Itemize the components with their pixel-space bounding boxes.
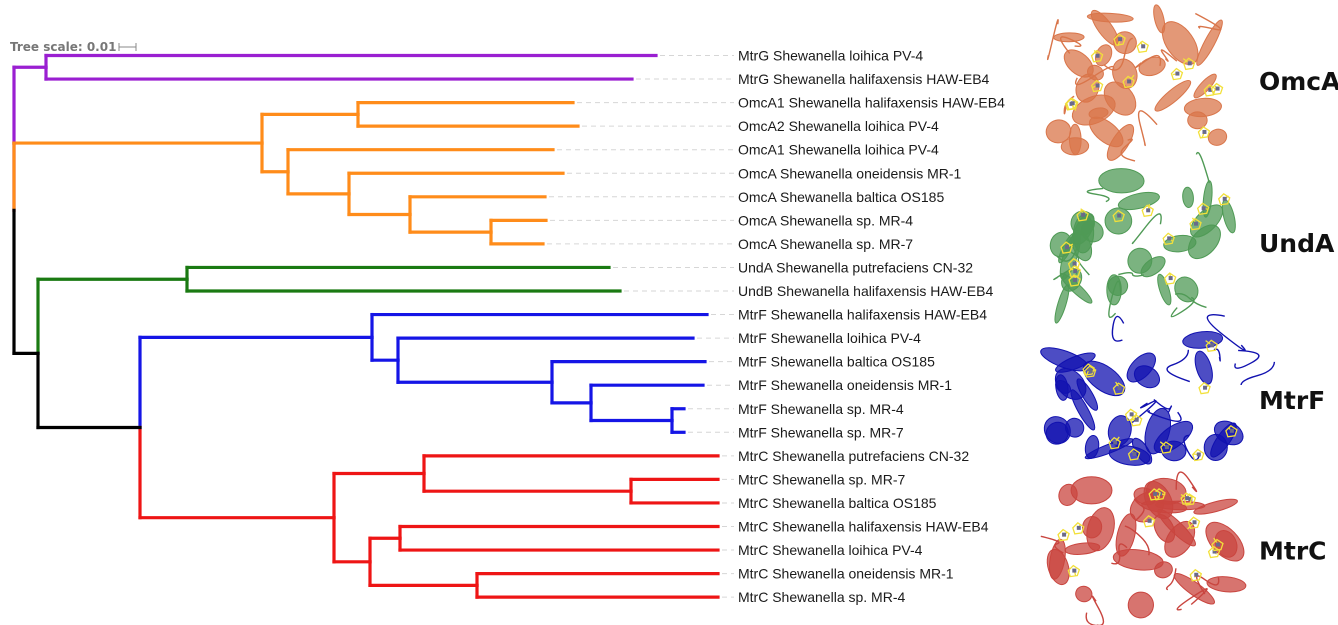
leaf-label: MtrF Shewanella sp. MR-4 xyxy=(738,401,904,417)
leaf-label: MtrC Shewanella loihica PV-4 xyxy=(738,542,923,558)
leaf-label: UndA Shewanella putrefaciens CN-32 xyxy=(738,259,973,275)
leaf-label: MtrF Shewanella baltica OS185 xyxy=(738,354,935,370)
unda-structure-label: UndA xyxy=(1259,229,1335,258)
unda-structure xyxy=(1049,151,1236,324)
leaf-label: MtrF Shewanella oneidensis MR-1 xyxy=(738,377,952,393)
leaf-label: OmcA Shewanella baltica OS185 xyxy=(738,189,944,205)
leaf-label: UndB Shewanella halifaxensis HAW-EB4 xyxy=(738,283,993,299)
leaf-label: MtrF Shewanella sp. MR-7 xyxy=(738,424,904,440)
leaf-label: OmcA2 Shewanella loihica PV-4 xyxy=(738,118,939,134)
leaf-label: MtrC Shewanella oneidensis MR-1 xyxy=(738,566,954,582)
leaf-label: MtrC Shewanella putrefaciens CN-32 xyxy=(738,448,969,464)
mtrf-structure xyxy=(1040,314,1276,466)
protein-structures: OmcA UndA MtrF MtrC xyxy=(1040,4,1338,625)
tree-scale-label: Tree scale: 0.01 xyxy=(10,40,116,54)
omca-structure xyxy=(1045,4,1228,162)
leaf-label: MtrC Shewanella baltica OS185 xyxy=(738,495,937,511)
mtrf-structure-label: MtrF xyxy=(1259,386,1325,415)
tree-branches xyxy=(12,53,720,599)
leaf-label: MtrC Shewanella sp. MR-4 xyxy=(738,589,905,605)
leaf-label: OmcA1 Shewanella loihica PV-4 xyxy=(738,142,939,158)
leaf-label: MtrG Shewanella loihica PV-4 xyxy=(738,48,923,64)
leaf-label: OmcA Shewanella sp. MR-7 xyxy=(738,236,913,252)
leaf-label: MtrF Shewanella halifaxensis HAW-EB4 xyxy=(738,307,987,323)
leaf-guide-lines xyxy=(547,55,734,598)
mtrc-structure-label: MtrC xyxy=(1259,537,1327,566)
leaf-label: OmcA1 Shewanella halifaxensis HAW-EB4 xyxy=(738,95,1005,111)
leaf-label: MtrC Shewanella halifaxensis HAW-EB4 xyxy=(738,519,989,535)
tree-scale-bar: Tree scale: 0.01 xyxy=(10,40,137,54)
omca-structure-label: OmcA xyxy=(1259,67,1338,96)
leaf-label: MtrC Shewanella sp. MR-7 xyxy=(738,471,905,487)
leaf-label: OmcA Shewanella sp. MR-4 xyxy=(738,212,913,228)
leaf-label: MtrF Shewanella loihica PV-4 xyxy=(738,330,921,346)
leaf-label: MtrG Shewanella halifaxensis HAW-EB4 xyxy=(738,71,990,87)
leaf-label: OmcA Shewanella oneidensis MR-1 xyxy=(738,165,962,181)
mtrc-structure xyxy=(1040,471,1247,625)
